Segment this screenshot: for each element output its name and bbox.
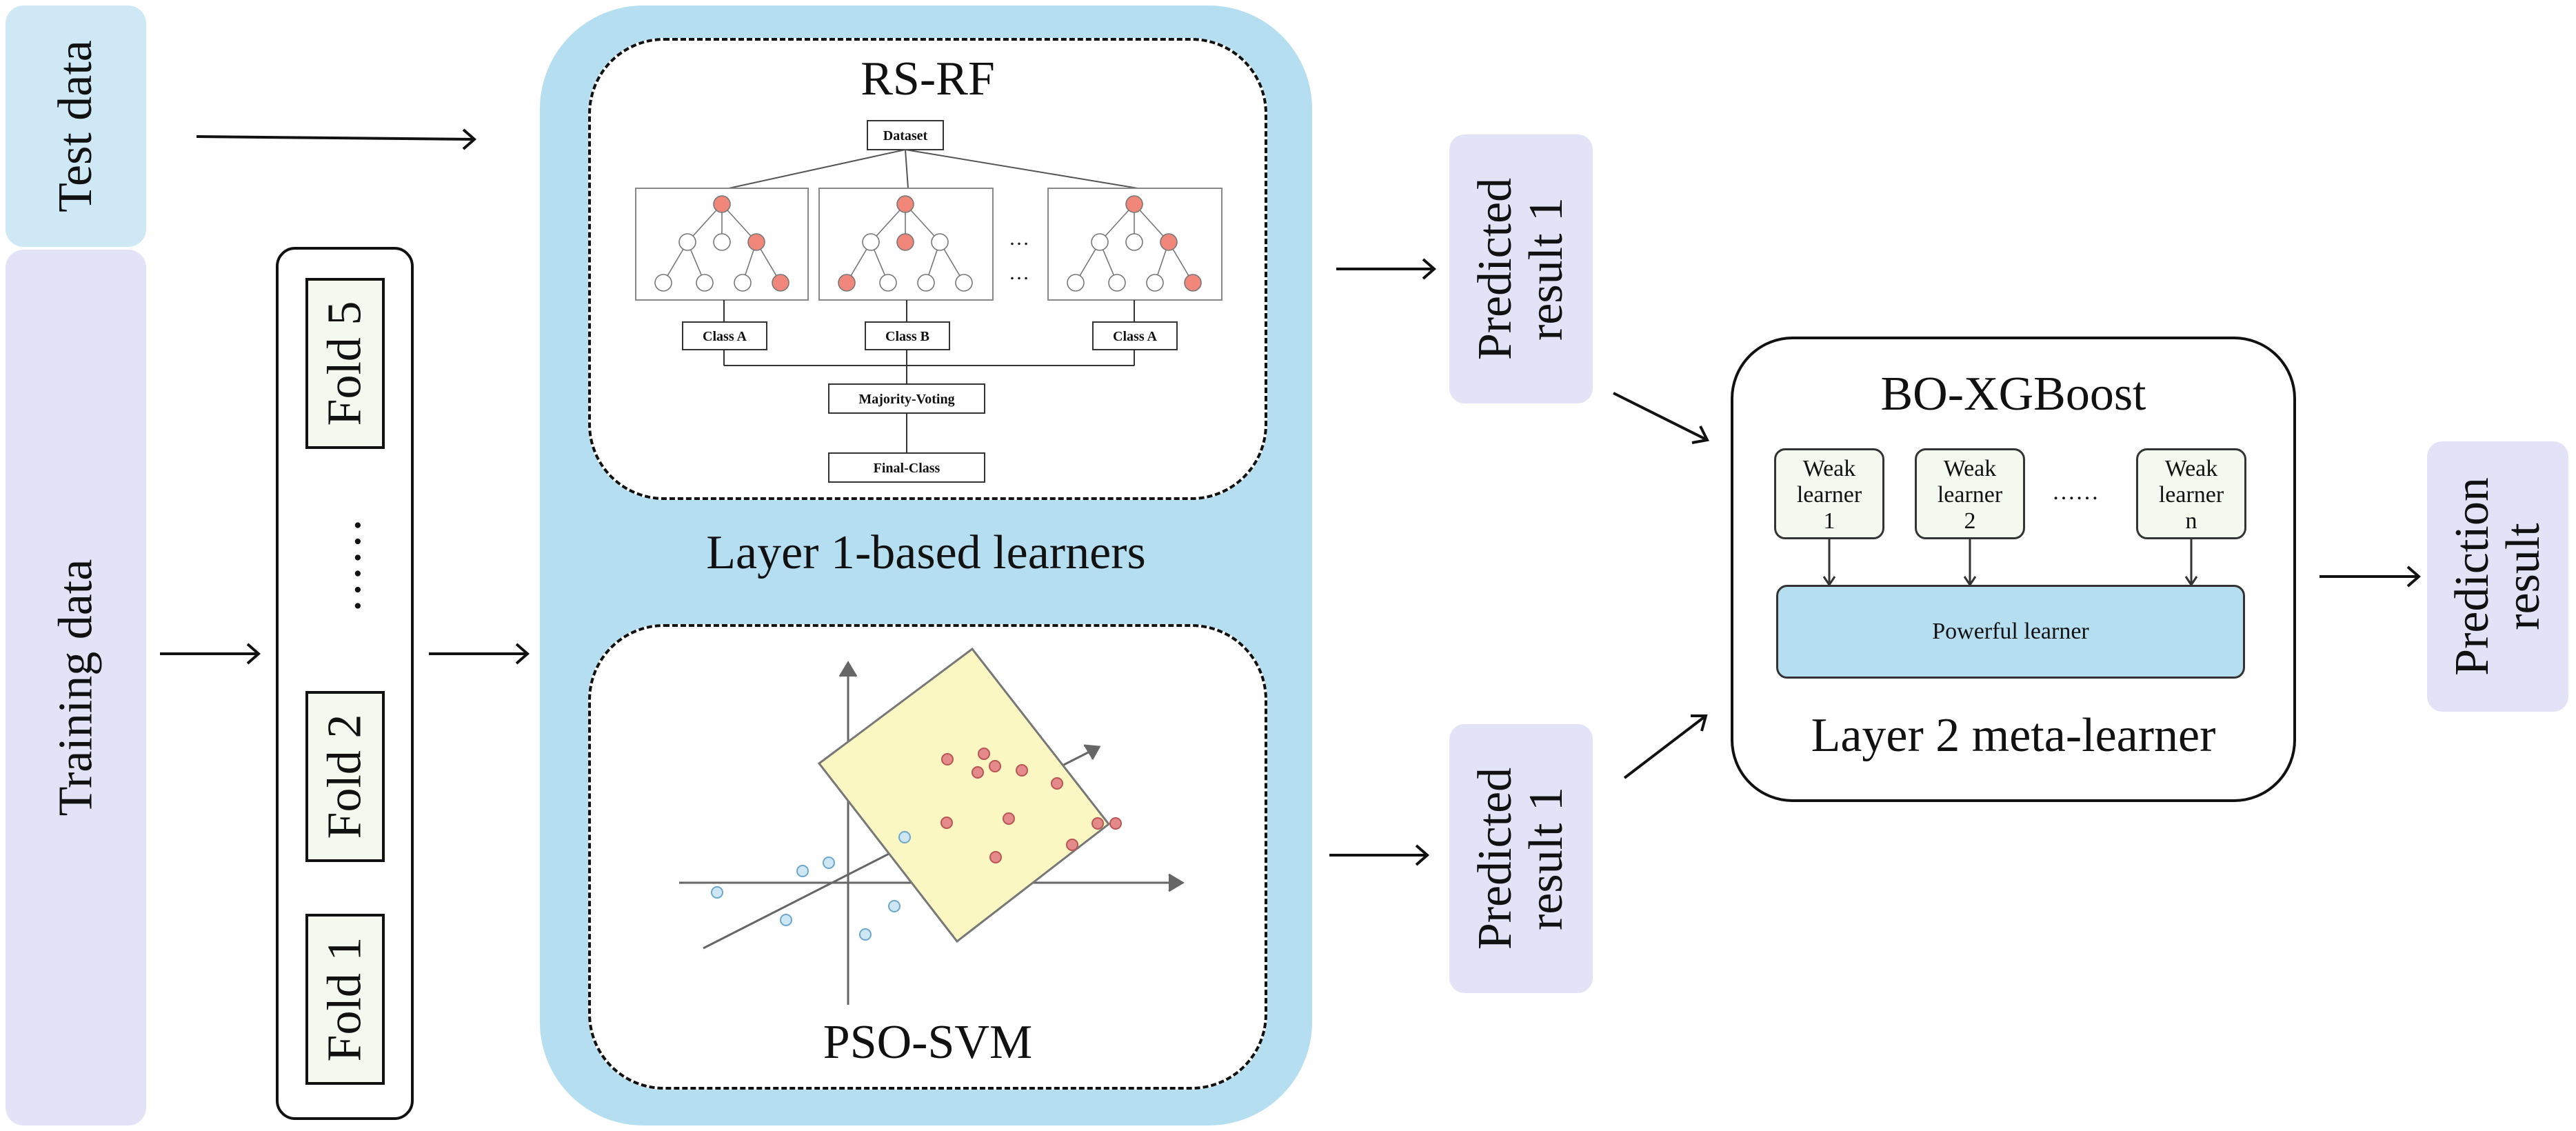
class-label-3: Class A bbox=[1113, 329, 1157, 344]
fold-5-box: Fold 5 bbox=[305, 278, 385, 449]
majority-voting-label: Majority-Voting bbox=[858, 392, 954, 407]
powerful-learner-box: Powerful learner bbox=[1776, 585, 2245, 679]
tree-node bbox=[879, 274, 897, 292]
tree-node bbox=[1067, 274, 1085, 292]
powerful-learner-label: Powerful learner bbox=[1932, 619, 2089, 644]
layer1-label: Layer 1-based learners bbox=[706, 526, 1146, 579]
weak-ellipsis: …… bbox=[2052, 479, 2099, 505]
fold-ellipsis: …… bbox=[318, 517, 371, 614]
arrow-predicted-bottom-to-layer2 bbox=[1623, 714, 1707, 779]
fold-2-box: Fold 2 bbox=[305, 691, 385, 862]
tree-node bbox=[654, 274, 672, 292]
class-label-2: Class B bbox=[885, 329, 929, 344]
tree-node bbox=[838, 274, 856, 292]
weak-learner-2: Weak learner 2 bbox=[1915, 448, 2025, 539]
svm-red-points bbox=[940, 748, 1122, 863]
layer2-title: BO-XGBoost bbox=[1880, 368, 2146, 421]
class-box-3 bbox=[1092, 321, 1178, 350]
predicted-result-top: Predicted result 1 bbox=[1449, 134, 1593, 403]
tree-node bbox=[1146, 274, 1164, 292]
tree-node bbox=[1108, 274, 1126, 292]
tree-node bbox=[1125, 195, 1143, 213]
tree-node bbox=[1125, 233, 1143, 251]
layer2-label: Layer 2 meta-learner bbox=[1811, 709, 2216, 762]
dataset-box bbox=[867, 120, 944, 150]
fold-1-label: Fold 1 bbox=[318, 937, 372, 1062]
psosvm-title: PSO-SVM bbox=[823, 1016, 1033, 1069]
tree-node bbox=[713, 233, 731, 251]
weak-learner-n: Weak learner n bbox=[2136, 448, 2246, 539]
class-box-2 bbox=[865, 321, 950, 350]
tree-node bbox=[917, 274, 935, 292]
svm-plot bbox=[679, 647, 1185, 1005]
final-class-label: Final-Class bbox=[874, 461, 940, 476]
layer2-box bbox=[1731, 337, 2296, 802]
class-label-1: Class A bbox=[703, 329, 747, 344]
class-box-1 bbox=[682, 321, 767, 350]
tree-node bbox=[772, 274, 789, 292]
tree-node bbox=[678, 233, 696, 251]
tree-node bbox=[862, 233, 880, 251]
tree-dots-lower: … bbox=[1009, 261, 1029, 284]
training-data-label: Training data bbox=[49, 559, 103, 817]
rsrf-title: RS-RF bbox=[861, 52, 995, 106]
arrow-predicted-top-to-layer2 bbox=[1613, 392, 1708, 441]
weak-learner-1: Weak learner 1 bbox=[1774, 448, 1884, 539]
predicted-result-bottom: Predicted result 1 bbox=[1449, 724, 1593, 993]
svm-hyperplane-box bbox=[817, 647, 1111, 943]
tree-node bbox=[1160, 233, 1178, 251]
dataset-label: Dataset bbox=[883, 128, 928, 143]
training-data-bar: Training data bbox=[6, 250, 146, 1125]
tree-node bbox=[896, 233, 914, 251]
tree-dots-upper: … bbox=[1009, 227, 1029, 250]
tree-node bbox=[1091, 233, 1109, 251]
final-class-box bbox=[828, 452, 985, 483]
tree-node bbox=[1184, 274, 1202, 292]
tree-node bbox=[734, 274, 752, 292]
fold-5-label: Fold 5 bbox=[318, 301, 372, 426]
random-forest-diagram: Dataset Class A Class B Class A Majority… bbox=[635, 120, 1222, 483]
tree-node bbox=[931, 233, 949, 251]
tree-node bbox=[696, 274, 714, 292]
fold-2-label: Fold 2 bbox=[318, 714, 372, 839]
tree-node bbox=[955, 274, 973, 292]
majority-voting-box bbox=[828, 383, 985, 414]
fold-1-box: Fold 1 bbox=[305, 914, 385, 1085]
tree-node bbox=[747, 233, 765, 251]
arrow-test-to-layer1 bbox=[196, 135, 475, 141]
prediction-result-box: Prediction result bbox=[2427, 441, 2568, 712]
tree-node bbox=[896, 195, 914, 213]
test-data-bar: Test data bbox=[6, 6, 146, 247]
weak-to-powerful-arrows bbox=[1822, 539, 2198, 587]
tree-node bbox=[713, 195, 731, 213]
test-data-label: Test data bbox=[49, 40, 102, 212]
svm-blue-points bbox=[711, 831, 911, 941]
